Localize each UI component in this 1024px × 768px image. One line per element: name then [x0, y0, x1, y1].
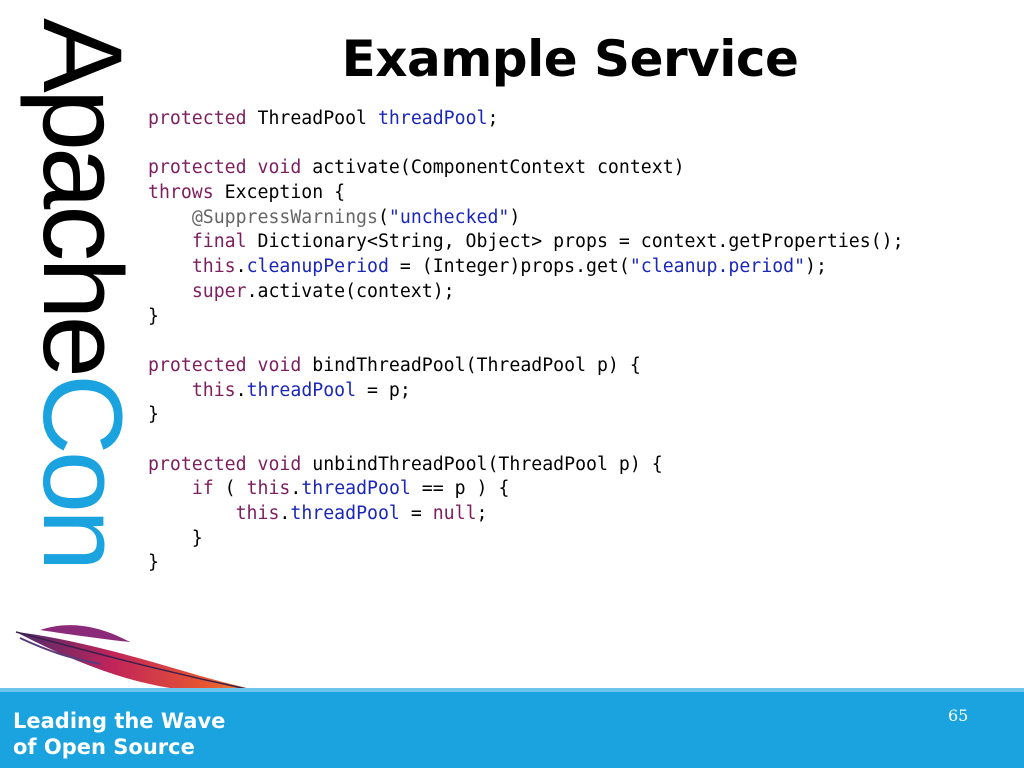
- code-token: [148, 207, 192, 228]
- code-token: void: [257, 453, 302, 475]
- code-token: [148, 478, 192, 499]
- footer-divider: [0, 688, 1024, 692]
- code-token: final: [191, 231, 247, 253]
- code-token: (: [377, 206, 389, 228]
- code-token: }: [148, 527, 203, 549]
- code-token: [148, 503, 236, 524]
- code-line: this.threadPool = null;: [148, 502, 1008, 527]
- code-token: protected: [148, 354, 247, 376]
- code-token: this: [235, 503, 280, 524]
- code-token: super: [191, 280, 247, 302]
- code-token: protected: [148, 108, 247, 129]
- code-token: ;: [476, 503, 488, 524]
- code-token: [247, 454, 258, 475]
- code-token: threadPool: [290, 503, 400, 524]
- code-block: protected ThreadPool threadPool; protect…: [148, 107, 1008, 576]
- svg-text:ApacheCon: ApacheCon: [20, 18, 128, 567]
- code-token: "cleanup.period": [629, 256, 806, 278]
- code-token: threadPool: [301, 478, 411, 500]
- code-token: .: [290, 478, 302, 500]
- code-token: if: [191, 478, 214, 500]
- code-token: cleanupPeriod: [246, 256, 389, 278]
- code-line: protected void unbindThreadPool(ThreadPo…: [148, 453, 1008, 478]
- tagline-line-1: Leading the Wave: [13, 709, 226, 733]
- code-token: [148, 380, 192, 401]
- code-token: [247, 157, 258, 178]
- code-token: this: [191, 256, 236, 278]
- code-token: protected: [148, 157, 247, 179]
- slide-title: Example Service: [341, 30, 799, 88]
- logo-con-text: Con: [20, 374, 128, 567]
- code-token: Dictionary<String, Object> props = conte…: [246, 231, 904, 253]
- code-line: }: [148, 527, 1008, 552]
- code-token: activate(ComponentContext context): [301, 157, 685, 179]
- code-token: this: [246, 478, 291, 500]
- code-token: [247, 355, 258, 376]
- page-number: 65: [948, 706, 969, 725]
- code-token: }: [148, 305, 159, 327]
- code-token: threadPool: [246, 379, 357, 401]
- logo-apache-text: Apache: [20, 18, 128, 374]
- code-line: final Dictionary<String, Object> props =…: [148, 230, 1008, 255]
- code-token: void: [257, 354, 302, 376]
- code-line: protected void activate(ComponentContext…: [148, 156, 1008, 181]
- code-line: }: [148, 403, 1008, 428]
- code-line: throws Exception {: [148, 181, 1008, 206]
- code-line: }: [148, 551, 1008, 576]
- code-line: [148, 132, 1008, 157]
- code-token: ThreadPool: [246, 108, 378, 129]
- code-token: Exception {: [213, 182, 346, 204]
- code-token: = (Integer)props.get(: [388, 256, 630, 278]
- code-token: threadPool: [377, 108, 488, 129]
- apachecon-logo: ApacheCon: [0, 18, 128, 618]
- code-token: [148, 256, 192, 277]
- code-line: this.threadPool = p;: [148, 379, 1008, 404]
- code-token: "unchecked": [388, 206, 510, 228]
- code-line: if ( this.threadPool == p ) {: [148, 477, 1008, 502]
- code-line: [148, 329, 1008, 354]
- code-token: this: [191, 379, 236, 401]
- code-token: }: [148, 552, 159, 574]
- code-token: ): [509, 206, 521, 228]
- code-line: }: [148, 305, 1008, 330]
- code-token: .: [235, 379, 247, 401]
- footer-tagline: Leading the Wave of Open Source: [13, 708, 225, 760]
- code-token: bindThreadPool(ThreadPool p) {: [301, 354, 641, 376]
- code-token: .: [235, 256, 247, 278]
- code-line: [148, 428, 1008, 453]
- code-token: null: [432, 503, 477, 524]
- tagline-line-2: of Open Source: [13, 735, 195, 759]
- code-token: .activate(context);: [246, 280, 455, 302]
- code-token: .: [279, 503, 291, 524]
- code-token: [148, 231, 192, 252]
- code-token: protected: [148, 453, 247, 475]
- code-token: [148, 281, 192, 302]
- code-line: protected ThreadPool threadPool;: [148, 107, 1008, 132]
- code-line: protected void bindThreadPool(ThreadPool…: [148, 354, 1008, 379]
- code-token: (: [213, 478, 247, 500]
- code-token: void: [257, 157, 302, 179]
- footer-bar: Leading the Wave of Open Source 65: [0, 688, 1024, 768]
- code-token: = p;: [356, 379, 411, 401]
- code-line: @SuppressWarnings("unchecked"): [148, 206, 1008, 231]
- code-token: == p ) {: [410, 478, 510, 500]
- code-token: throws: [148, 182, 214, 204]
- code-line: super.activate(context);: [148, 280, 1008, 305]
- code-token: unbindThreadPool(ThreadPool p) {: [301, 453, 663, 475]
- code-token: @SuppressWarnings: [191, 206, 378, 228]
- code-token: =: [399, 503, 433, 524]
- code-token: }: [148, 404, 159, 426]
- code-token: ;: [487, 108, 499, 129]
- code-token: );: [805, 256, 827, 278]
- code-line: this.cleanupPeriod = (Integer)props.get(…: [148, 255, 1008, 280]
